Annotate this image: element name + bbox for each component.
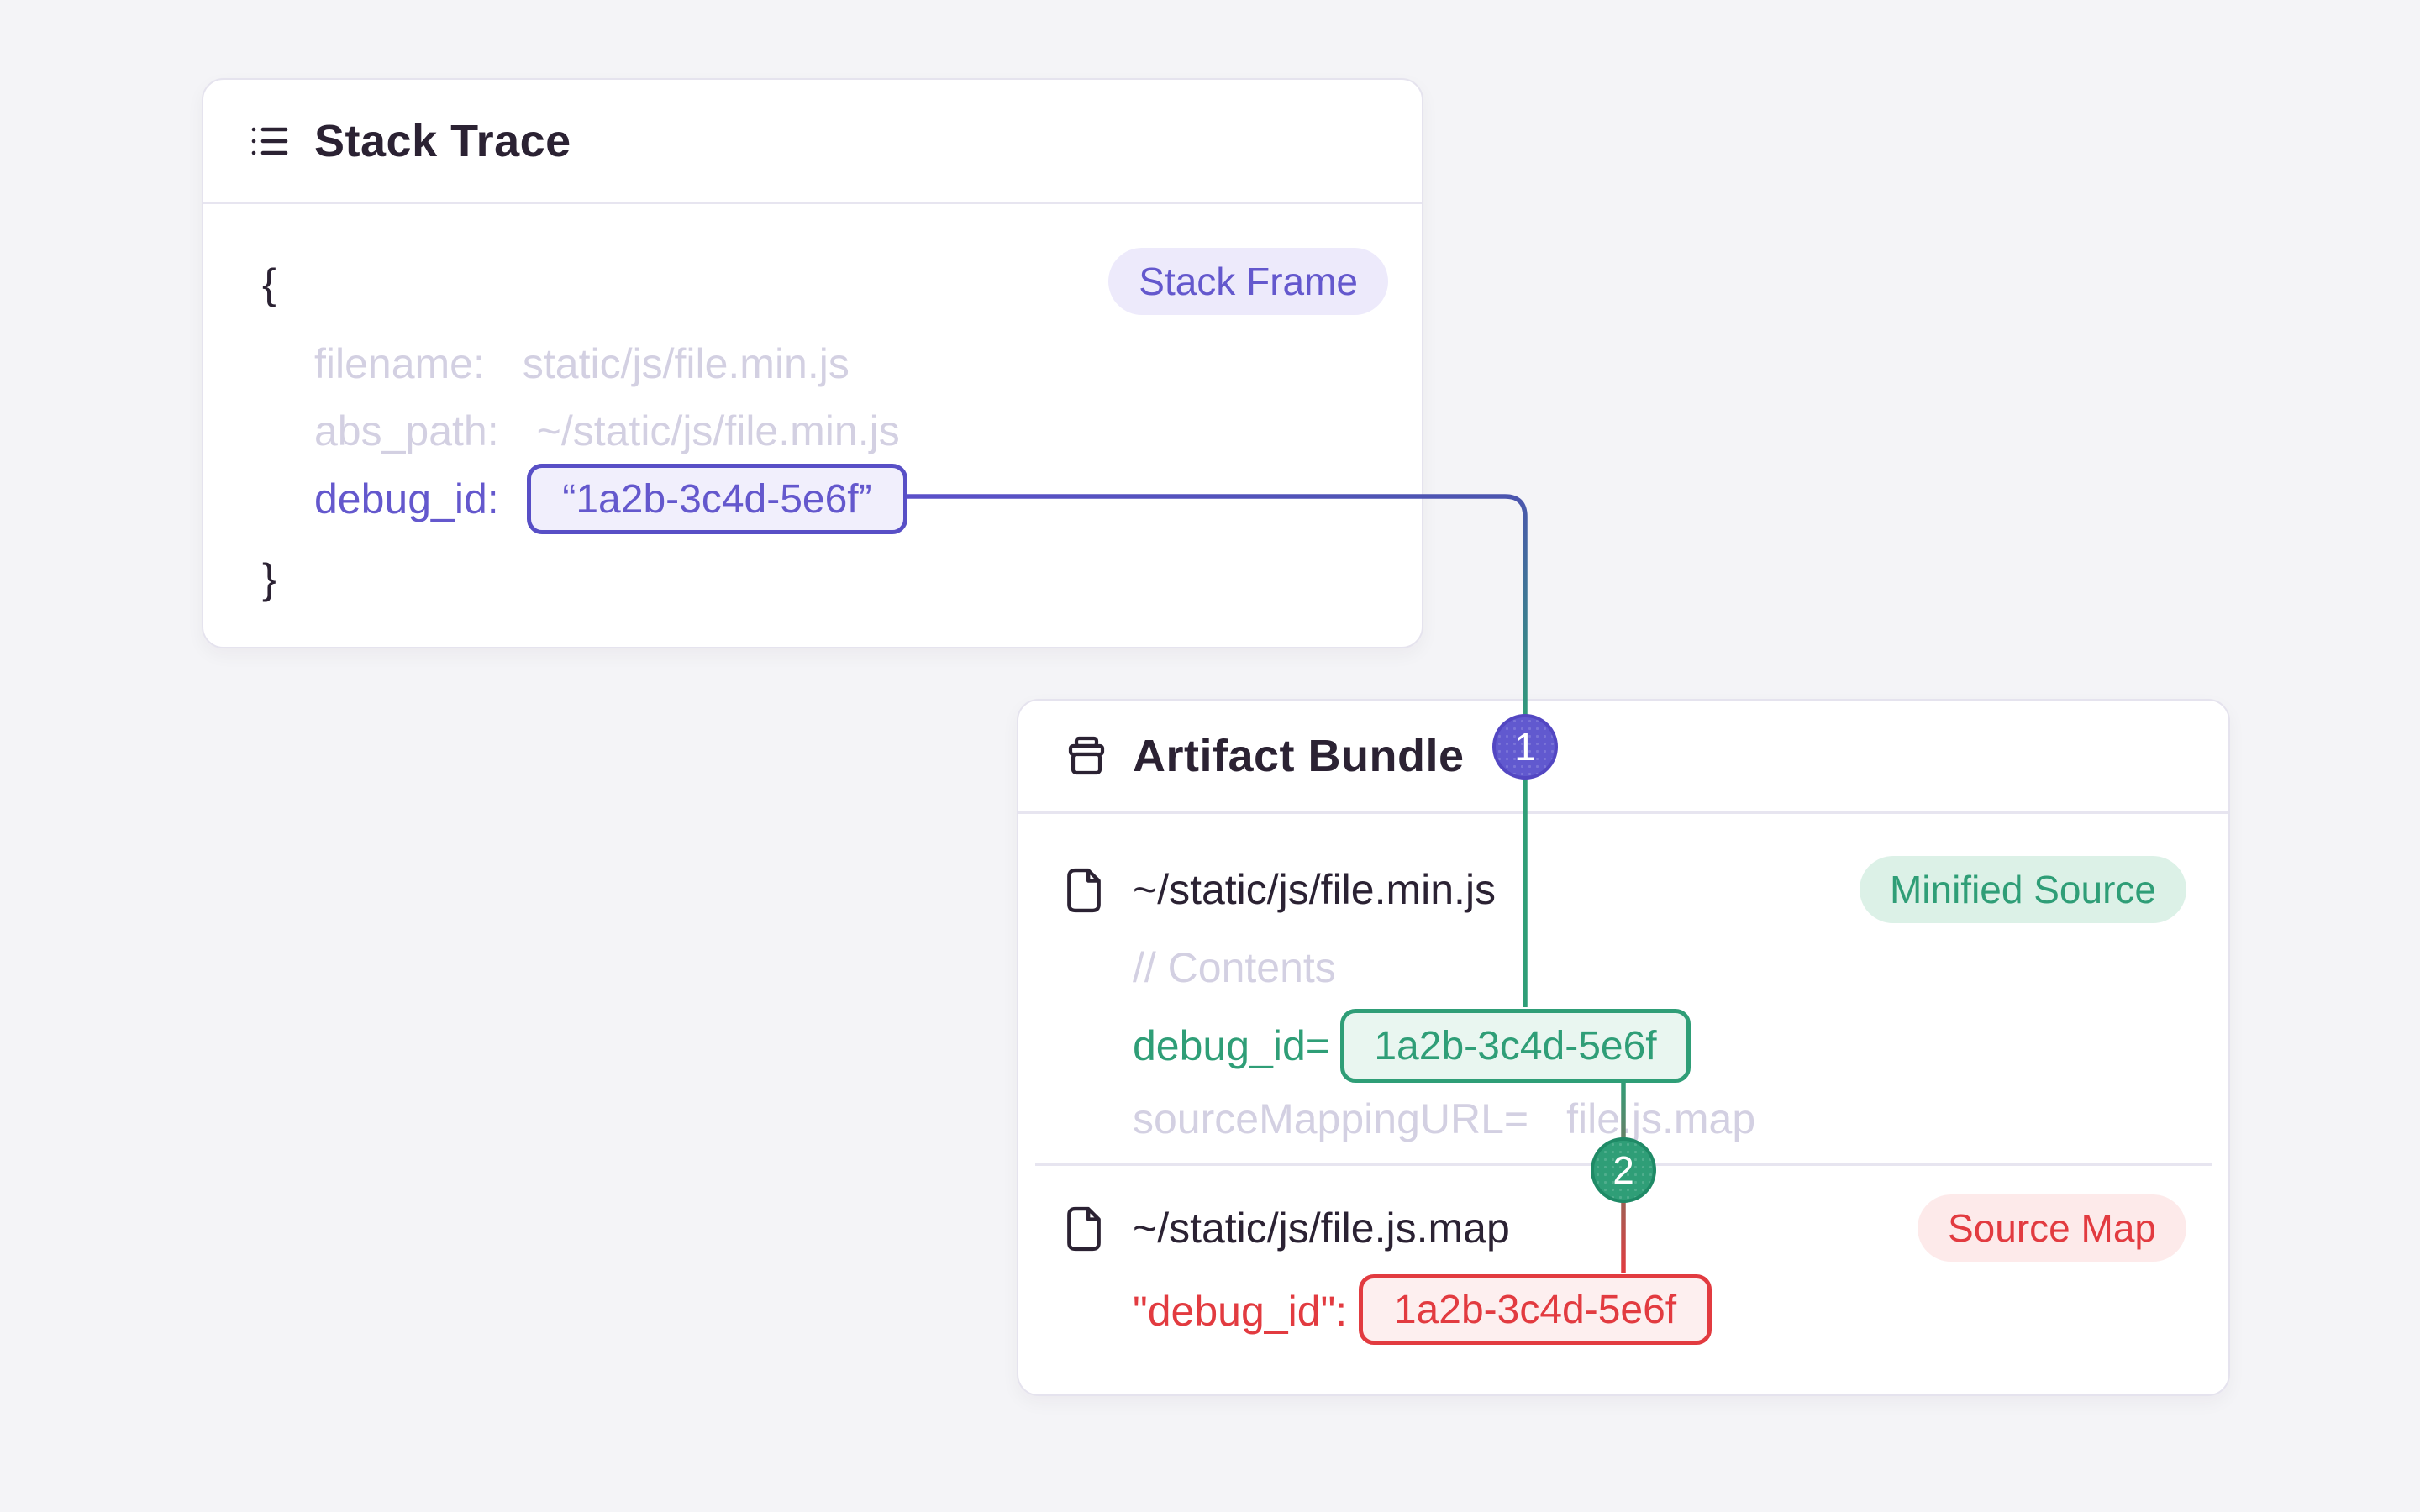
- file-icon: [1067, 1206, 1101, 1252]
- code-value-abs-path: ~/static/js/file.min.js: [536, 407, 900, 454]
- debug-id-chip-bundle: 1a2b-3c4d-5e6f: [1340, 1009, 1691, 1083]
- stack-trace-title: Stack Trace: [314, 115, 571, 166]
- contents-comment: // Contents: [1133, 944, 1336, 991]
- brace-open: {: [262, 260, 276, 307]
- list-icon: [251, 127, 288, 155]
- code-line-abs-path: abs_path: ~/static/js/file.min.js: [314, 406, 900, 456]
- code-key-debug-id-map: "debug_id":: [1133, 1288, 1348, 1335]
- file-icon: [1067, 868, 1101, 913]
- code-line-sourcemapping: sourceMappingURL= file.js.map: [1133, 1094, 1755, 1144]
- file-path-minified: ~/static/js/file.min.js: [1133, 866, 1497, 913]
- code-value-sourcemapping: file.js.map: [1566, 1095, 1756, 1142]
- archive-icon: [1068, 736, 1105, 775]
- step-badge-1: 1: [1492, 714, 1558, 780]
- code-key-sourcemapping: sourceMappingURL=: [1133, 1095, 1529, 1142]
- code-value-filename: static/js/file.min.js: [522, 340, 850, 387]
- stack-frame-badge: Stack Frame: [1108, 248, 1388, 315]
- stack-trace-card: Stack Trace { Stack Frame filename: stat…: [202, 78, 1423, 648]
- artifact-bundle-header: Artifact Bundle: [1018, 701, 2228, 814]
- minified-source-pill: Minified Source: [1859, 856, 2186, 923]
- code-key-debug-id: debug_id:: [314, 475, 499, 522]
- debug-id-chip-stack: “1a2b-3c4d-5e6f”: [527, 464, 908, 534]
- brace-close: }: [262, 555, 276, 602]
- file-path-sourcemap: ~/static/js/file.js.map: [1133, 1205, 1510, 1252]
- source-map-pill: Source Map: [1917, 1194, 2186, 1262]
- code-key-abs-path: abs_path:: [314, 407, 499, 454]
- code-key-filename: filename:: [314, 340, 485, 387]
- code-key-debug-id-bundle: debug_id=: [1133, 1022, 1330, 1069]
- step-badge-2: 2: [1591, 1137, 1656, 1203]
- debug-id-chip-map: 1a2b-3c4d-5e6f: [1359, 1274, 1712, 1345]
- artifact-bundle-title: Artifact Bundle: [1133, 731, 1465, 781]
- stack-trace-header: Stack Trace: [203, 80, 1422, 204]
- artifact-bundle-card: Artifact Bundle ~/static/js/file.min.js …: [1017, 699, 2230, 1396]
- code-line-filename: filename: static/js/file.min.js: [314, 339, 850, 389]
